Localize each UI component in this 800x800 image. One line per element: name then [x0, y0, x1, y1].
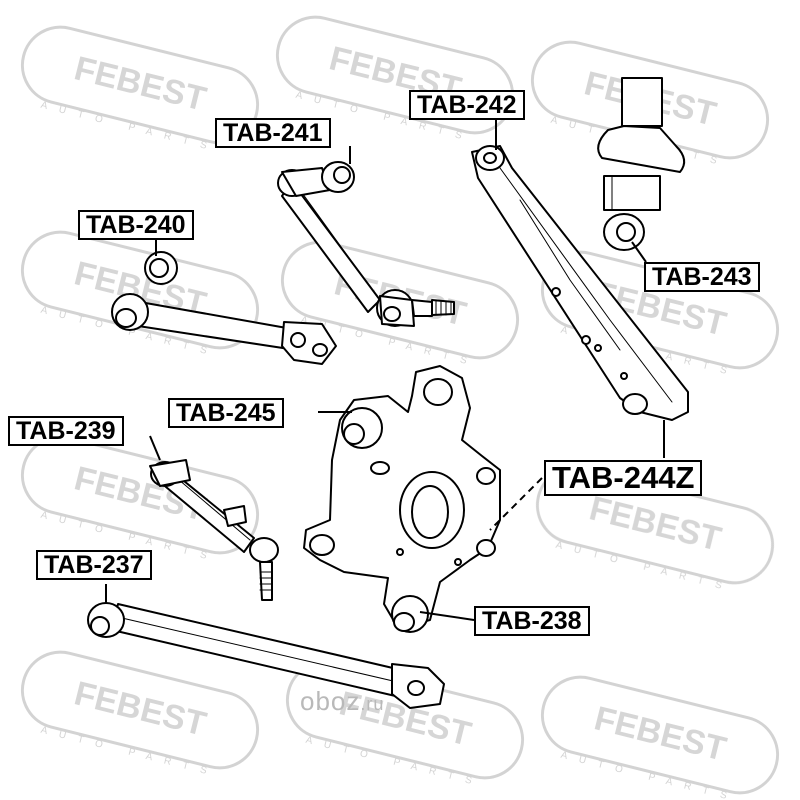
- callout-tab-239: TAB-239: [8, 416, 124, 446]
- watermark-brand: FEBEST: [586, 489, 726, 558]
- site-watermark-suffix: .ru: [360, 694, 385, 714]
- callout-tab-245: TAB-245: [168, 398, 284, 428]
- shock-absorber: [597, 77, 686, 251]
- watermark-brand: FEBEST: [71, 49, 211, 118]
- watermark-logo: FEBEST AUTO PARTS: [20, 650, 260, 780]
- callout-tab-243: TAB-243: [644, 262, 760, 292]
- lower-link-arm: [111, 251, 337, 365]
- lower-control-arm: [87, 602, 445, 709]
- leader-lines: [105, 118, 665, 621]
- leader-line: [489, 477, 543, 531]
- callout-tab-241: TAB-241: [215, 118, 331, 148]
- leader-line: [149, 435, 161, 461]
- trailing-arm: [471, 145, 689, 421]
- site-watermark: oboz.ru: [300, 686, 384, 717]
- callout-tab-237: TAB-237: [36, 550, 152, 580]
- leader-line: [419, 611, 475, 621]
- callout-tab-240: TAB-240: [78, 210, 194, 240]
- watermark-brand: FEBEST: [71, 674, 211, 743]
- upper-control-arm: [277, 161, 455, 327]
- watermark-logo: FEBEST AUTO PARTS: [540, 675, 780, 800]
- leader-line: [631, 241, 647, 263]
- site-watermark-name: oboz: [300, 686, 361, 716]
- toe-control-link: [149, 459, 279, 601]
- watermark-brand: FEBEST: [591, 699, 731, 768]
- callout-tab-242: TAB-242: [409, 90, 525, 120]
- callout-tab-238: TAB-238: [474, 606, 590, 636]
- callout-tab-244z: TAB-244Z: [544, 460, 703, 496]
- steering-knuckle: [303, 365, 501, 633]
